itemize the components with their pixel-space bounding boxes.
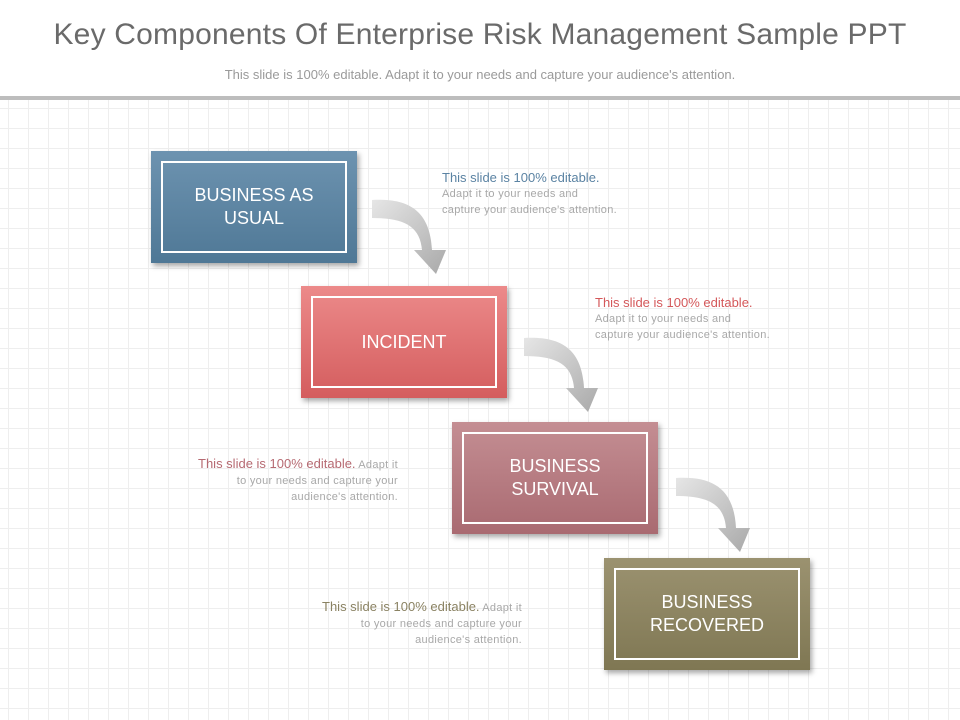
note-line: audience's attention. bbox=[415, 634, 522, 646]
note-line: capture your audience's attention. bbox=[442, 204, 617, 216]
curved-arrow-icon bbox=[524, 337, 598, 412]
note-business-recovered: This slide is 100% editable. Adapt it to… bbox=[284, 599, 522, 648]
note-highlight: This slide is 100% editable. bbox=[442, 170, 600, 185]
note-business-as-usual: This slide is 100% editable. Adapt it to… bbox=[442, 170, 657, 218]
step-business-survival[interactable]: BUSINESS SURVIVAL bbox=[452, 422, 658, 534]
note-highlight: This slide is 100% editable. bbox=[198, 456, 356, 471]
note-highlight: This slide is 100% editable. bbox=[322, 599, 480, 614]
note-line: capture your audience's attention. bbox=[595, 329, 770, 341]
note-line: Adapt it bbox=[482, 602, 522, 614]
page-subtitle: This slide is 100% editable. Adapt it to… bbox=[224, 67, 736, 82]
step-label: INCIDENT bbox=[311, 296, 497, 388]
note-line: Adapt it bbox=[358, 459, 398, 471]
note-highlight: This slide is 100% editable. bbox=[595, 295, 753, 310]
note-line: audience's attention. bbox=[291, 491, 398, 503]
step-business-recovered[interactable]: BUSINESS RECOVERED bbox=[604, 558, 810, 670]
curved-arrow-icon bbox=[676, 477, 750, 552]
step-label: BUSINESS SURVIVAL bbox=[462, 432, 648, 524]
page-title: Key Components Of Enterprise Risk Manage… bbox=[53, 18, 907, 51]
note-line: Adapt it to your needs and bbox=[442, 188, 579, 200]
step-label: BUSINESS RECOVERED bbox=[614, 568, 800, 660]
curved-arrow-icon bbox=[372, 199, 446, 274]
step-label: BUSINESS AS USUAL bbox=[161, 161, 347, 253]
title-divider bbox=[0, 96, 960, 100]
step-business-as-usual[interactable]: BUSINESS AS USUAL bbox=[151, 151, 357, 263]
note-line: to your needs and capture your bbox=[360, 618, 522, 630]
note-incident: This slide is 100% editable. Adapt it to… bbox=[595, 295, 810, 343]
note-business-survival: This slide is 100% editable. Adapt it to… bbox=[160, 456, 398, 505]
note-line: Adapt it to your needs and bbox=[595, 313, 732, 325]
note-line: to your needs and capture your bbox=[236, 475, 398, 487]
step-incident[interactable]: INCIDENT bbox=[301, 286, 507, 398]
